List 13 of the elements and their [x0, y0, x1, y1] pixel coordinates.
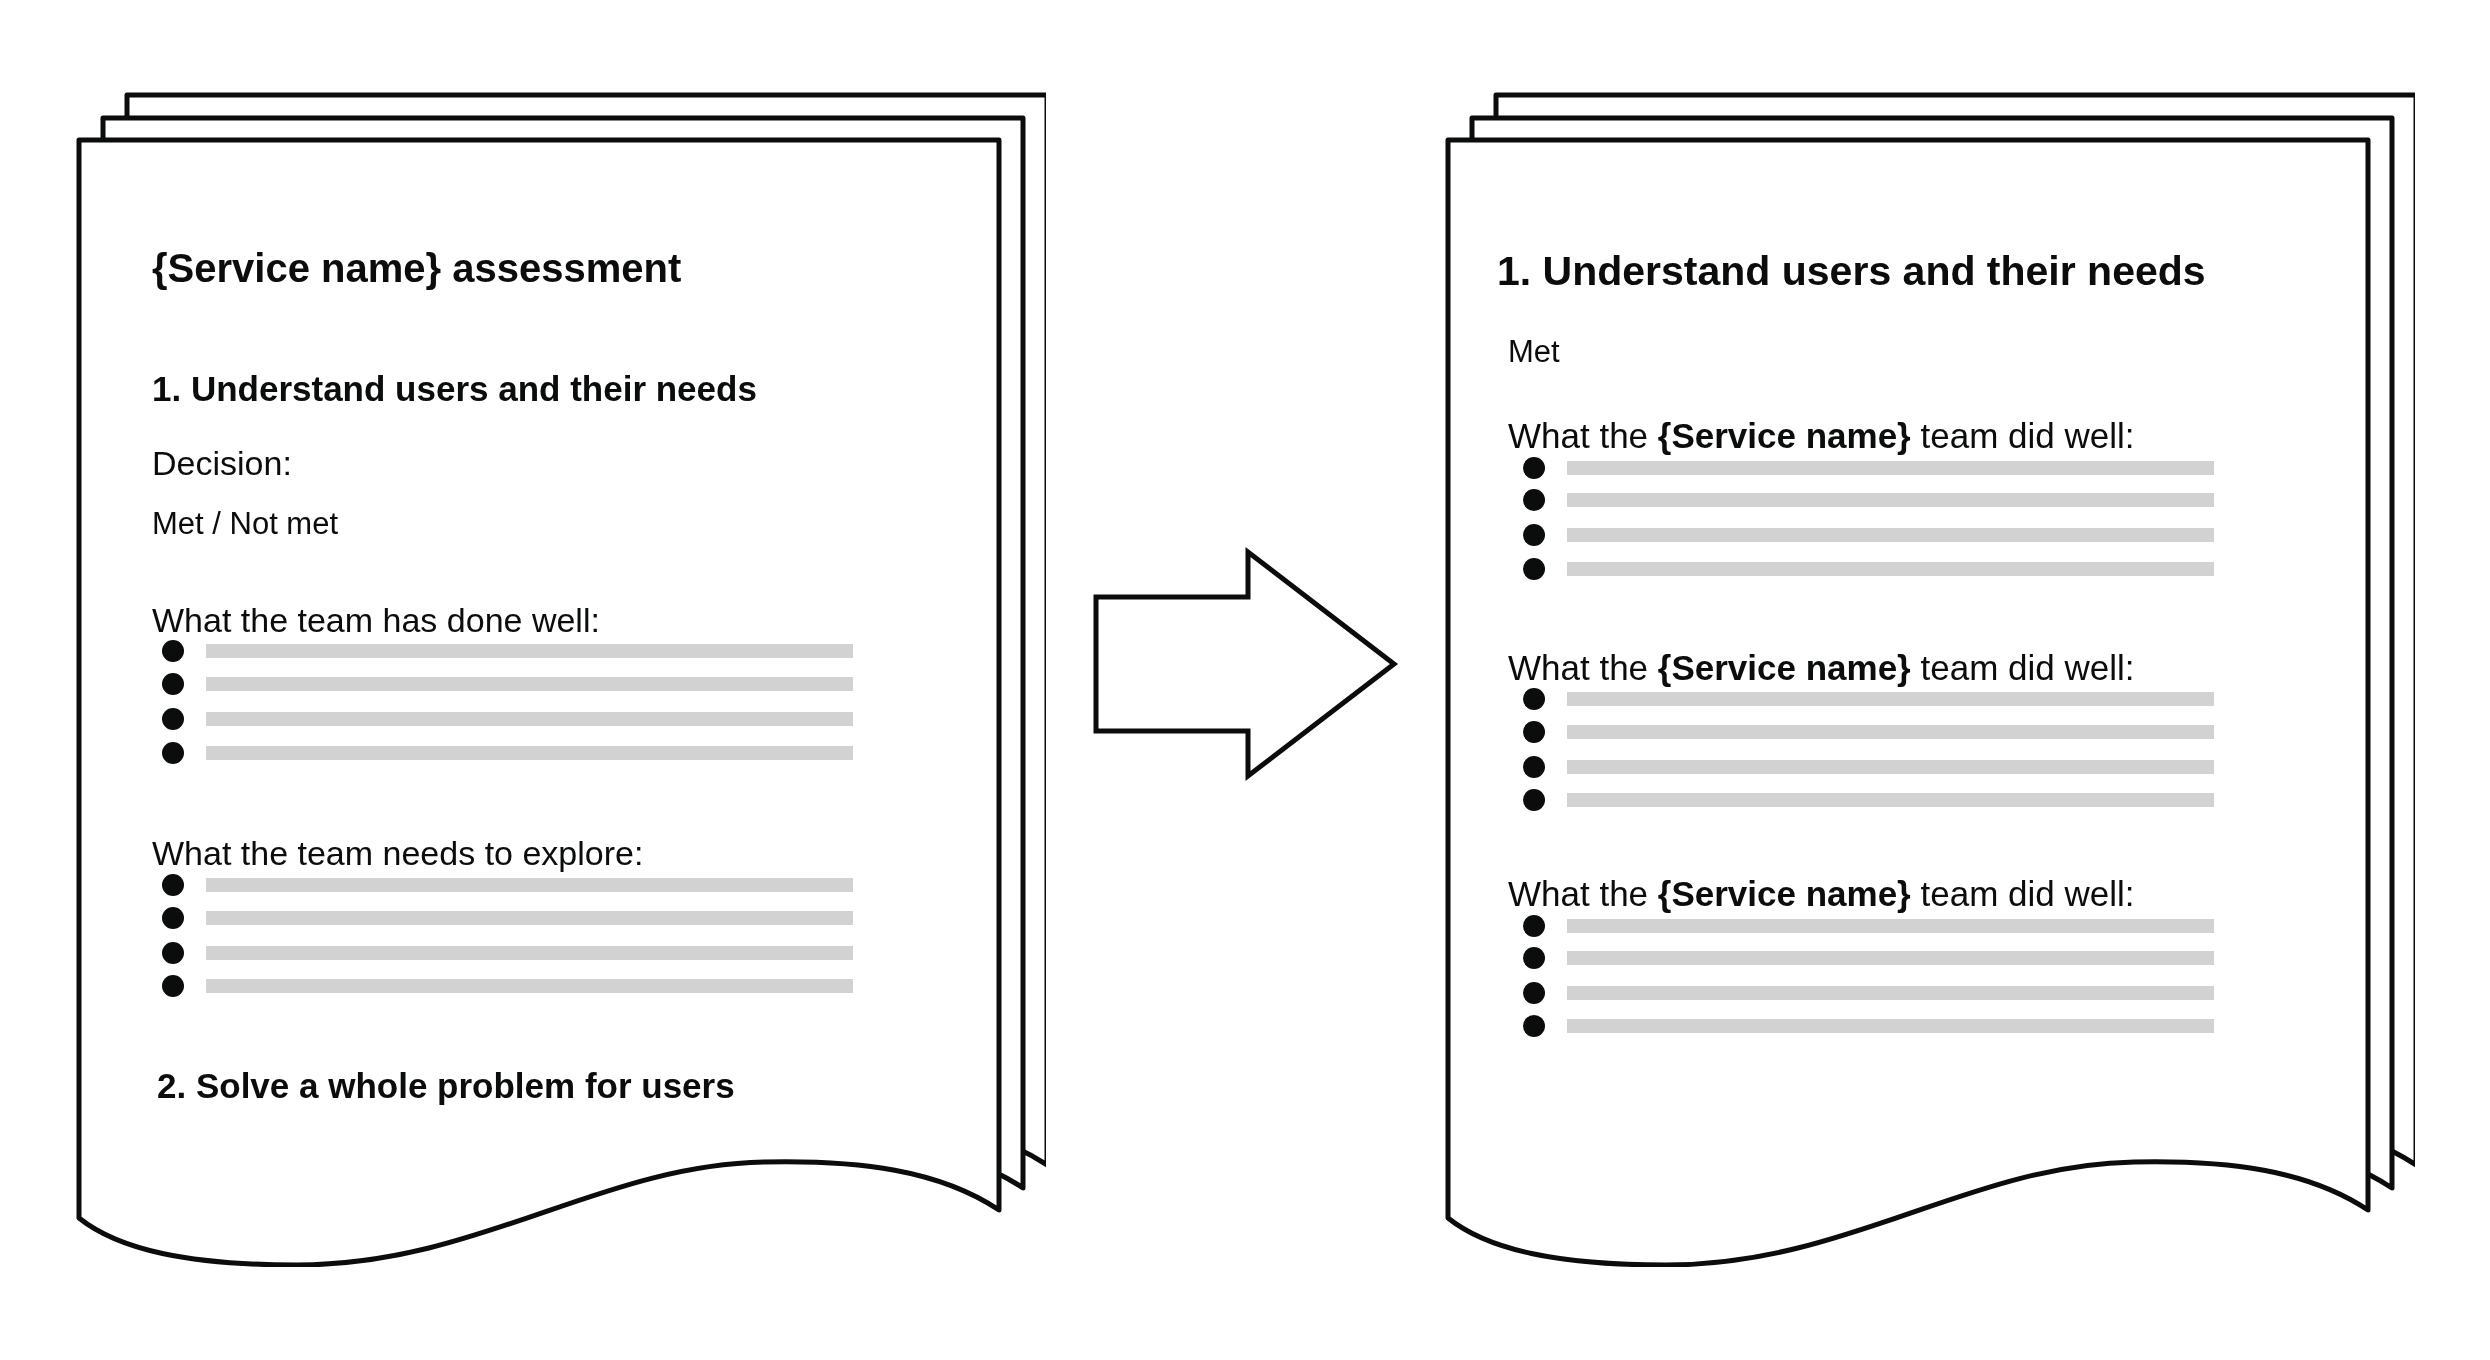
body-text: Met / Not met	[152, 505, 339, 543]
body-text: What the team needs to explore:	[152, 833, 644, 874]
section-heading: 1. Understand users and their needs	[152, 368, 757, 410]
body-text: Met	[1508, 333, 1560, 371]
body-text: Decision:	[152, 443, 292, 484]
body-text: What the {Service name} team did well:	[1508, 415, 2135, 457]
block-arrow	[1093, 546, 1399, 782]
body-text: What the {Service name} team did well:	[1508, 873, 2135, 915]
section-heading: {Service name} assessment	[152, 245, 682, 292]
section-heading: 1. Understand users and their needs	[1497, 247, 2206, 296]
section-heading: 2. Solve a whole problem for users	[157, 1065, 735, 1107]
body-text: What the {Service name} team did well:	[1508, 647, 2135, 689]
body-text: What the team has done well:	[152, 600, 600, 641]
